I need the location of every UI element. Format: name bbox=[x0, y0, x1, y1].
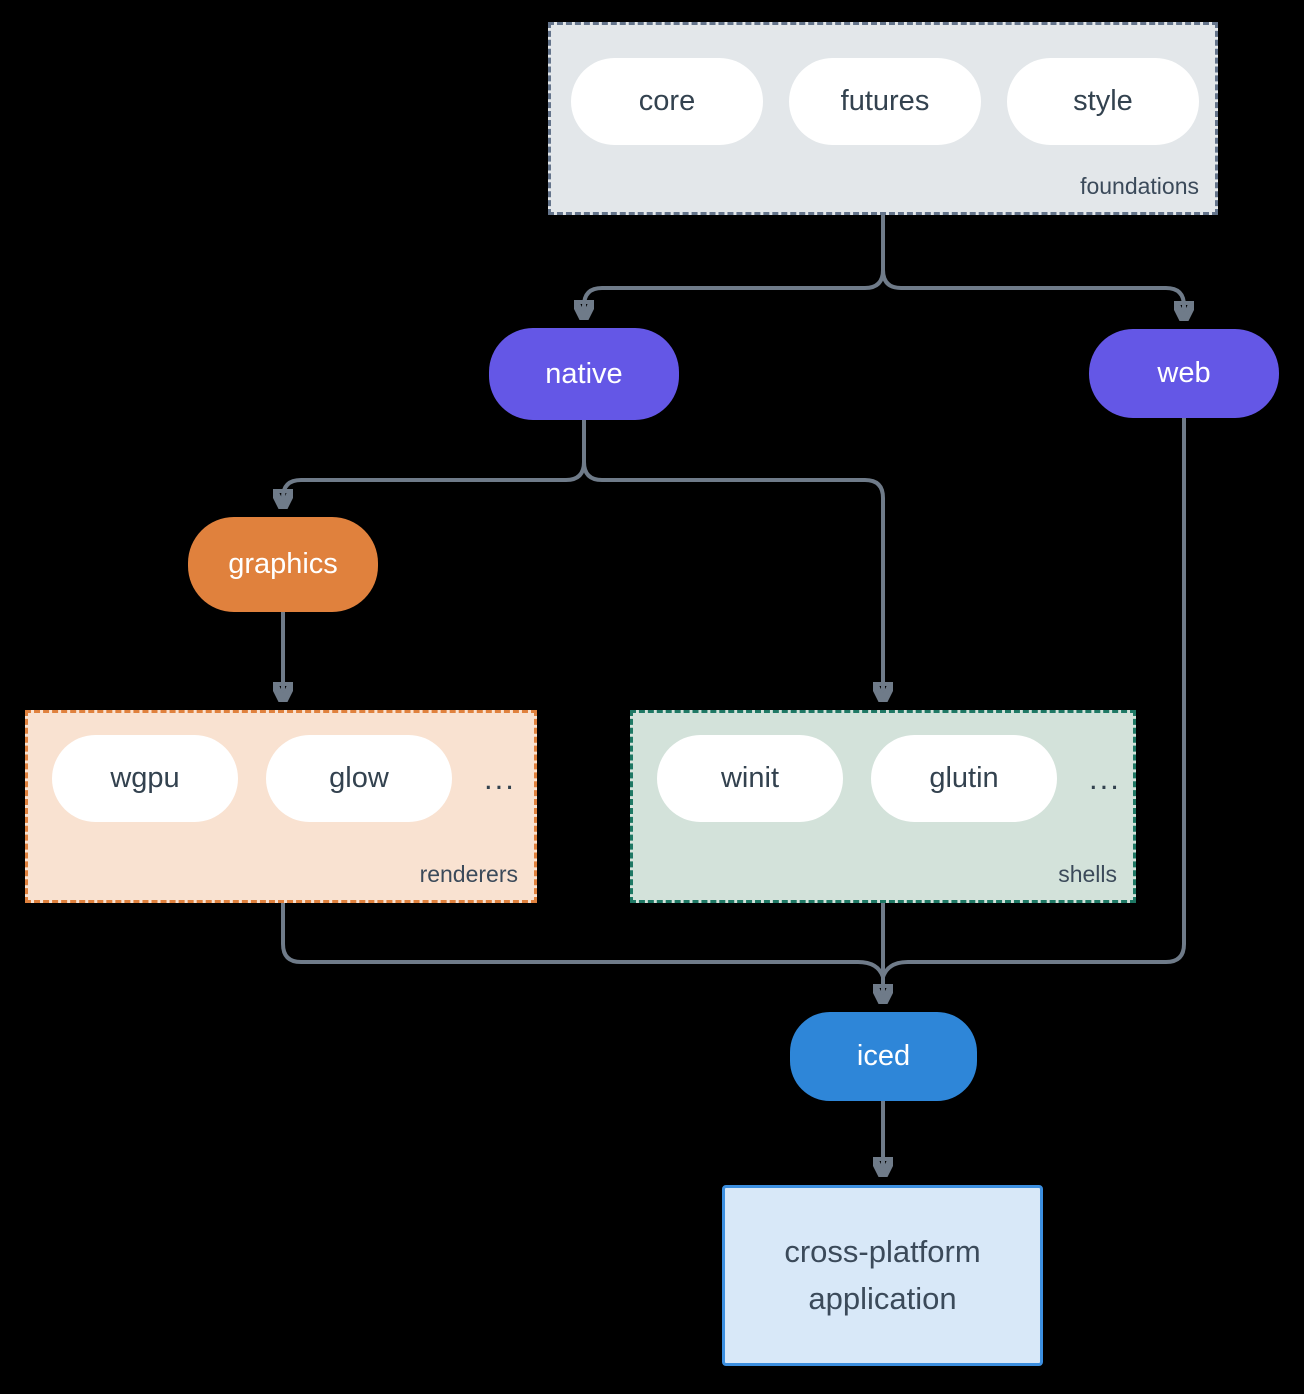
renderers-group: wgpu glow ... renderers bbox=[25, 710, 537, 903]
application-label: cross-platform application bbox=[784, 1234, 981, 1316]
pill-wgpu: wgpu bbox=[52, 735, 238, 822]
shells-label: shells bbox=[1058, 861, 1117, 887]
node-graphics: graphics bbox=[188, 517, 378, 612]
node-iced: iced bbox=[790, 1012, 977, 1101]
edge-renderers-merge bbox=[281, 903, 885, 978]
renderers-pill-row: wgpu glow ... bbox=[28, 713, 534, 822]
node-web: web bbox=[1089, 329, 1279, 418]
foundations-pill-row: core futures style bbox=[551, 25, 1215, 145]
pill-glow: glow bbox=[266, 735, 452, 822]
edge-foundations-web bbox=[881, 215, 1184, 317]
foundations-group: core futures style foundations bbox=[548, 22, 1218, 215]
renderers-ellipsis: ... bbox=[484, 760, 516, 796]
shells-ellipsis: ... bbox=[1089, 760, 1121, 796]
edge-native-shells bbox=[582, 420, 883, 698]
shells-pill-row: winit glutin ... bbox=[633, 713, 1133, 822]
pill-winit: winit bbox=[657, 735, 843, 822]
pill-style: style bbox=[1007, 58, 1199, 145]
application-box: cross-platform application bbox=[722, 1185, 1043, 1366]
renderers-label: renderers bbox=[419, 861, 518, 887]
pill-futures: futures bbox=[789, 58, 981, 145]
edge-web-merge bbox=[881, 418, 1186, 978]
pill-core: core bbox=[571, 58, 763, 145]
shells-group: winit glutin ... shells bbox=[630, 710, 1136, 903]
pill-glutin: glutin bbox=[871, 735, 1057, 822]
edge-foundations-native bbox=[584, 215, 885, 316]
edge-native-graphics bbox=[283, 420, 586, 505]
foundations-label: foundations bbox=[1080, 173, 1199, 199]
node-native: native bbox=[489, 328, 679, 420]
